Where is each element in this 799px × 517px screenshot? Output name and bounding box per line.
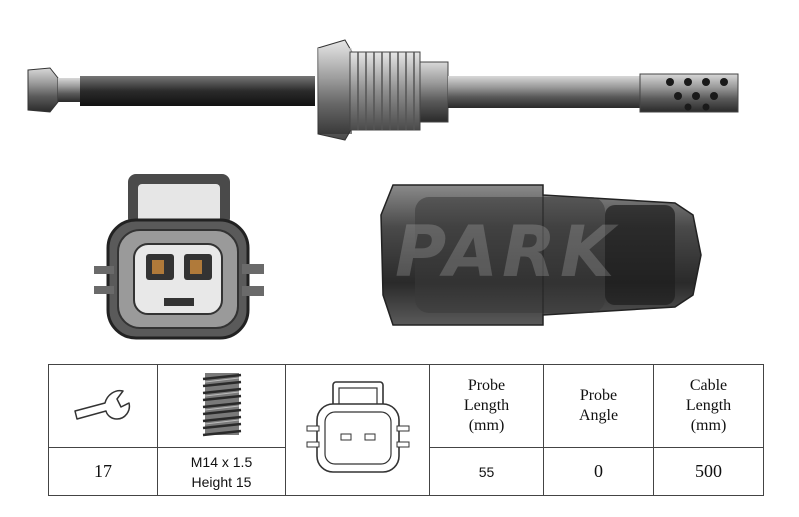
header-line: Probe [467, 377, 506, 394]
connector-front-image [94, 174, 264, 340]
connector-icon [306, 380, 409, 473]
connector-side-image [380, 184, 702, 326]
brand-watermark: PARK [395, 211, 619, 293]
header-line: (mm) [690, 417, 727, 434]
header-line: Cable [689, 377, 728, 394]
spec-table: Probe Length (mm) Probe Angle Cable Leng… [48, 364, 764, 496]
wrench-icon [74, 389, 131, 420]
probe-angle-value: 0 [543, 447, 654, 496]
thread-cell [157, 364, 286, 448]
header-line: (mm) [468, 417, 505, 434]
thread-value: M14 x 1.5 Height 15 [157, 447, 286, 496]
cable-length-header: Cable Length (mm) [653, 364, 764, 448]
connector-cell [285, 364, 430, 496]
probe-length-value: 55 [429, 447, 544, 496]
thread-icon [202, 372, 241, 436]
thread-height: Height 15 [191, 473, 252, 490]
header-line: Probe [579, 387, 618, 404]
sensor-probe-image [27, 39, 739, 141]
wrench-cell [48, 364, 158, 448]
probe-angle-header: Probe Angle [543, 364, 654, 448]
header-line: Length [685, 397, 732, 414]
wrench-size-value: 17 [48, 447, 158, 496]
probe-length-header: Probe Length (mm) [429, 364, 544, 448]
thread-size: M14 x 1.5 [190, 453, 253, 470]
header-line: Length [463, 397, 510, 414]
table-value-row: 17 M14 x 1.5 Height 15 55 0 500 [48, 447, 764, 496]
cable-length-value: 500 [653, 447, 764, 496]
table-header-row: Probe Length (mm) Probe Angle Cable Leng… [48, 364, 764, 496]
header-line: Angle [578, 407, 619, 424]
